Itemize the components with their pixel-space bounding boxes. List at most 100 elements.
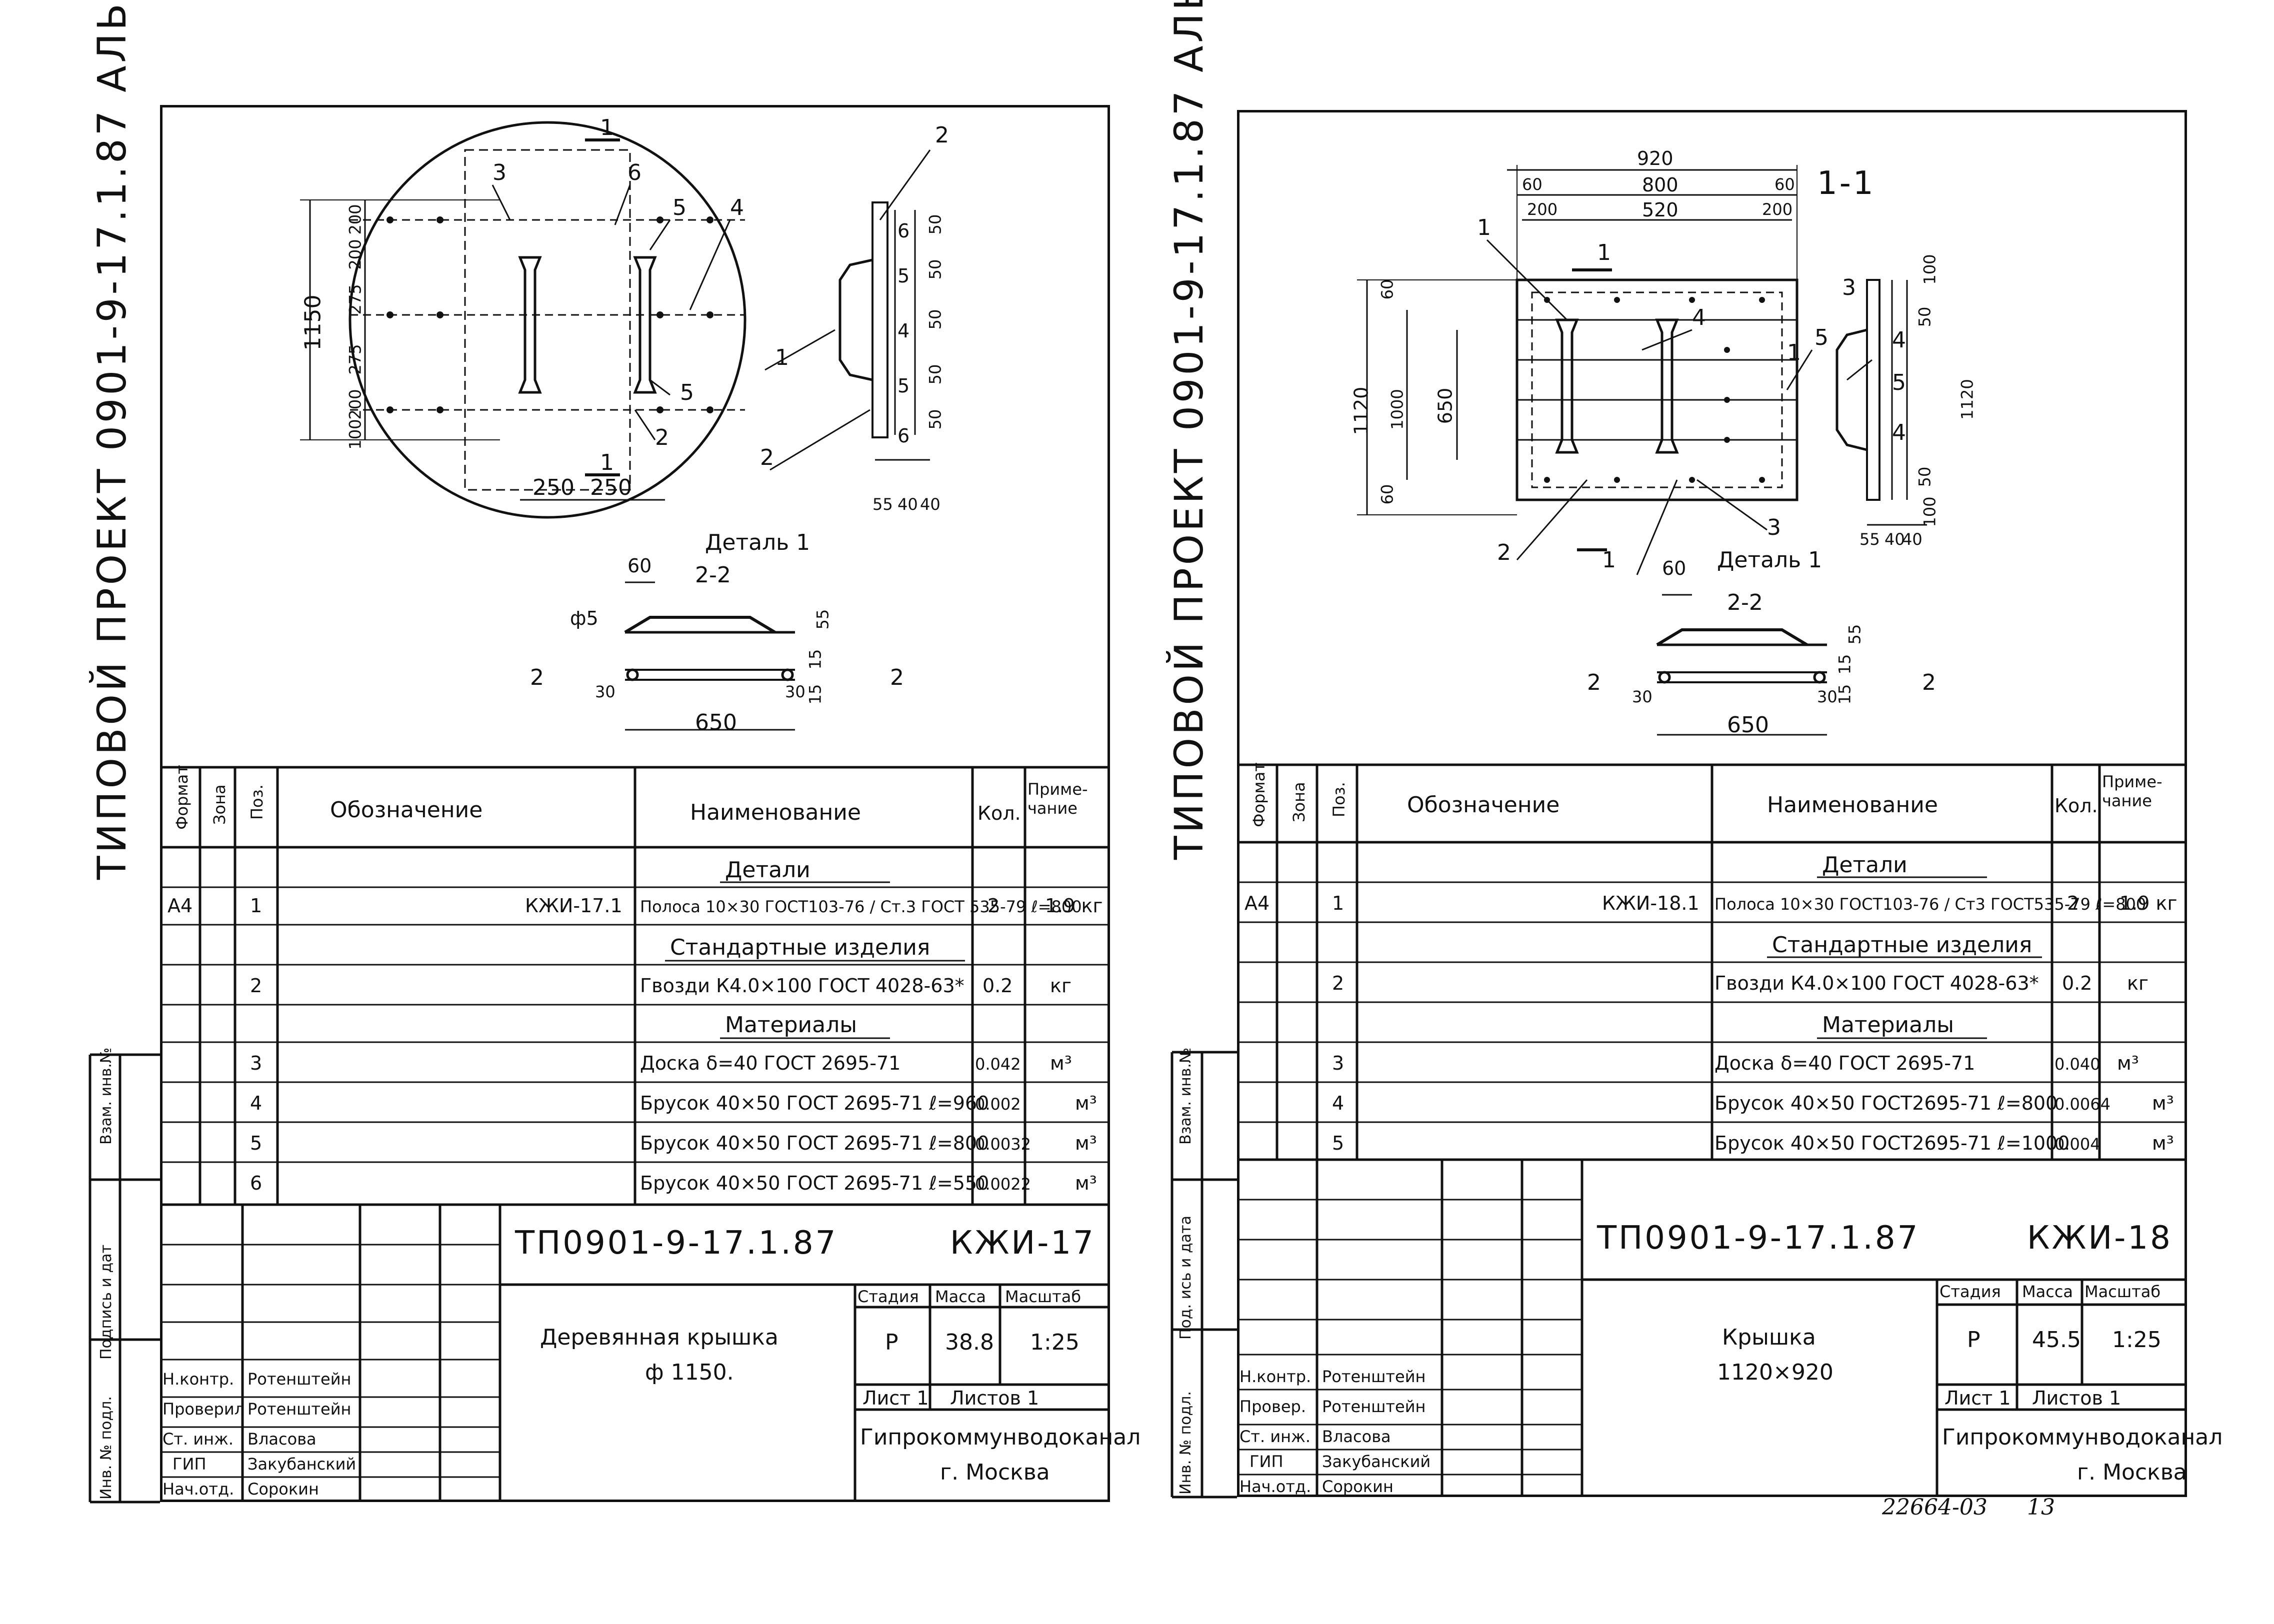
role-2: Ст. инж. [162, 1430, 234, 1449]
hdr-qty: Кол. [2054, 795, 2098, 817]
pos-label-3: 3 [492, 160, 506, 185]
dim-30-b: 30 [1817, 687, 1838, 706]
org-city: г. Москва [2077, 1460, 2187, 1485]
hdr-designation: Обозначение [330, 797, 483, 823]
dim-50-a: 50 [926, 214, 945, 235]
hdr-format: Формат [1250, 762, 1268, 827]
dim-30-a: 30 [595, 682, 616, 701]
hdr-qty: Кол. [978, 802, 1021, 824]
person-1: Ротенштейн [1322, 1397, 1426, 1416]
dim-55-detail: 55 [813, 609, 832, 630]
hdr-zone: Зона [210, 784, 229, 825]
row3-name: Доска δ=40 ГОСТ 2695-71 [1714, 1052, 1976, 1074]
dim-650: 650 [1727, 712, 1769, 738]
dim-1120-side: 1120 [1958, 379, 1977, 420]
dim-1150: 1150 [300, 294, 326, 351]
row4-note: м³ [2152, 1092, 2174, 1114]
sheet-right: ТИПОВОЙ ПРОЕКТ 0901-9-17.1.87 АЛЬБОМ IV … [1137, 0, 2274, 1624]
hdr-name: Наименование [690, 800, 861, 825]
dim-650-plan: 650 [1434, 387, 1456, 424]
section-2-2: 2-2 [1727, 590, 1763, 615]
row3-pos: 3 [250, 1052, 262, 1074]
hdr-format: Формат [172, 765, 192, 830]
row5-note: м³ [1075, 1132, 1097, 1154]
pos-label-3: 3 [1767, 515, 1781, 540]
row2-name: Гвозди К4.0×100 ГОСТ 4028-63* [640, 975, 964, 997]
scale-value: 1:25 [2112, 1327, 2162, 1353]
row4-pos: 4 [250, 1092, 262, 1114]
dim-55: 55 [1860, 530, 1880, 549]
person-2: Власова [248, 1430, 316, 1449]
row4-note: м³ [1075, 1092, 1097, 1114]
drawing-name: Крышка [1722, 1325, 1816, 1350]
scale-header: Масштаб [1005, 1287, 1082, 1306]
pos-label-1: 1 [1477, 215, 1491, 240]
dim-1000: 1000 [1388, 389, 1407, 430]
section-standard: Стандартные изделия [670, 935, 930, 960]
detail-title: Деталь 1 [705, 530, 810, 555]
dim-40-b: 40 [1902, 530, 1922, 549]
hdr-note: Приме-чание [2102, 772, 2162, 810]
section-materials: Материалы [1822, 1012, 1954, 1038]
org-name: Гипрокоммунводоканал [860, 1425, 1141, 1450]
dim-15-a: 15 [806, 649, 825, 670]
stage-value: Р [1967, 1327, 1980, 1353]
side-label-5a: 5 [898, 265, 910, 287]
row4-qty: 0.002 [975, 1095, 1021, 1114]
role-3: ГИП [1250, 1452, 1284, 1471]
dim-800: 800 [1642, 174, 1678, 196]
drawing-name-2: ф 1150. [645, 1360, 734, 1385]
side-label-6b: 6 [898, 425, 910, 447]
dim-100: 100 [346, 419, 365, 450]
row2-note: кг [1050, 975, 1072, 997]
row5-qty: 0.0032 [975, 1135, 1031, 1154]
dim-40-a: 40 [898, 495, 918, 514]
dim-d5: ф5 [570, 607, 598, 629]
row1-note: 1.9 кг [2120, 892, 2178, 914]
row2-name: Гвозди К4.0×100 ГОСТ 4028-63* [1714, 972, 2039, 994]
pos-label-4: 4 [730, 195, 744, 220]
person-1: Ротенштейн [248, 1400, 352, 1419]
row4-qty: 0.0064 [2054, 1095, 2110, 1114]
row1-note: 1.9 кг [1045, 895, 1103, 917]
row2-pos: 2 [250, 975, 262, 997]
sheet-code: КЖИ-17 [950, 1225, 1096, 1262]
row3-note: м³ [2117, 1052, 2139, 1074]
row1-qty: 2 [988, 895, 1000, 917]
dim-40-a: 40 [1884, 530, 1905, 549]
dim-60-b: 60 [1774, 175, 1795, 194]
side-label-6a: 6 [898, 220, 910, 242]
dim-55: 55 [872, 495, 893, 514]
row5-name: Брусок 40×50 ГОСТ 2695-71 ℓ=800 [640, 1132, 990, 1154]
person-0: Ротенштейн [248, 1370, 352, 1389]
mass-header: Масса [935, 1287, 986, 1306]
dim-60-a: 60 [1522, 175, 1542, 194]
hdr-name: Наименование [1767, 792, 1938, 818]
person-3: Закубанский [1322, 1452, 1431, 1471]
stage-value: Р [885, 1330, 898, 1355]
sheet-left: ТИПОВОЙ ПРОЕКТ 0901-9-17.1.87 АЛЬБОМ IV … [88, 0, 1141, 1504]
pos-label-5b: 5 [680, 380, 694, 405]
dim-60: 60 [628, 555, 652, 577]
row6-note: м³ [1075, 1172, 1097, 1194]
hdr-designation: Обозначение [1407, 792, 1560, 818]
side-label-2: 2 [935, 122, 949, 148]
dim-50-a: 50 [1915, 306, 1934, 327]
row1-designation: КЖИ-18.1 [1602, 892, 1700, 914]
dim-15-b: 15 [806, 684, 825, 705]
row5-qty: 0.004 [2054, 1135, 2100, 1154]
dim-100-b: 100 [1920, 496, 1940, 527]
drawing-frame [160, 105, 1110, 1502]
section-details: Детали [1822, 852, 1908, 878]
project-code: ТП0901-9-17.1.87 [515, 1225, 838, 1262]
row1-format: А4 [1244, 892, 1270, 914]
row5-name: Брусок 40×50 ГОСТ2695-71 ℓ=1000 [1714, 1132, 2070, 1154]
hdr-pos: Поз. [248, 784, 266, 820]
row5-pos: 5 [1332, 1132, 1344, 1154]
section-details: Детали [725, 857, 810, 883]
side-label-4a: 4 [1892, 327, 1906, 353]
row5-pos: 5 [250, 1132, 262, 1154]
dim-250-a: 250 [532, 475, 574, 500]
row1-format: А4 [168, 895, 193, 917]
dim-15-b: 15 [1835, 684, 1854, 705]
